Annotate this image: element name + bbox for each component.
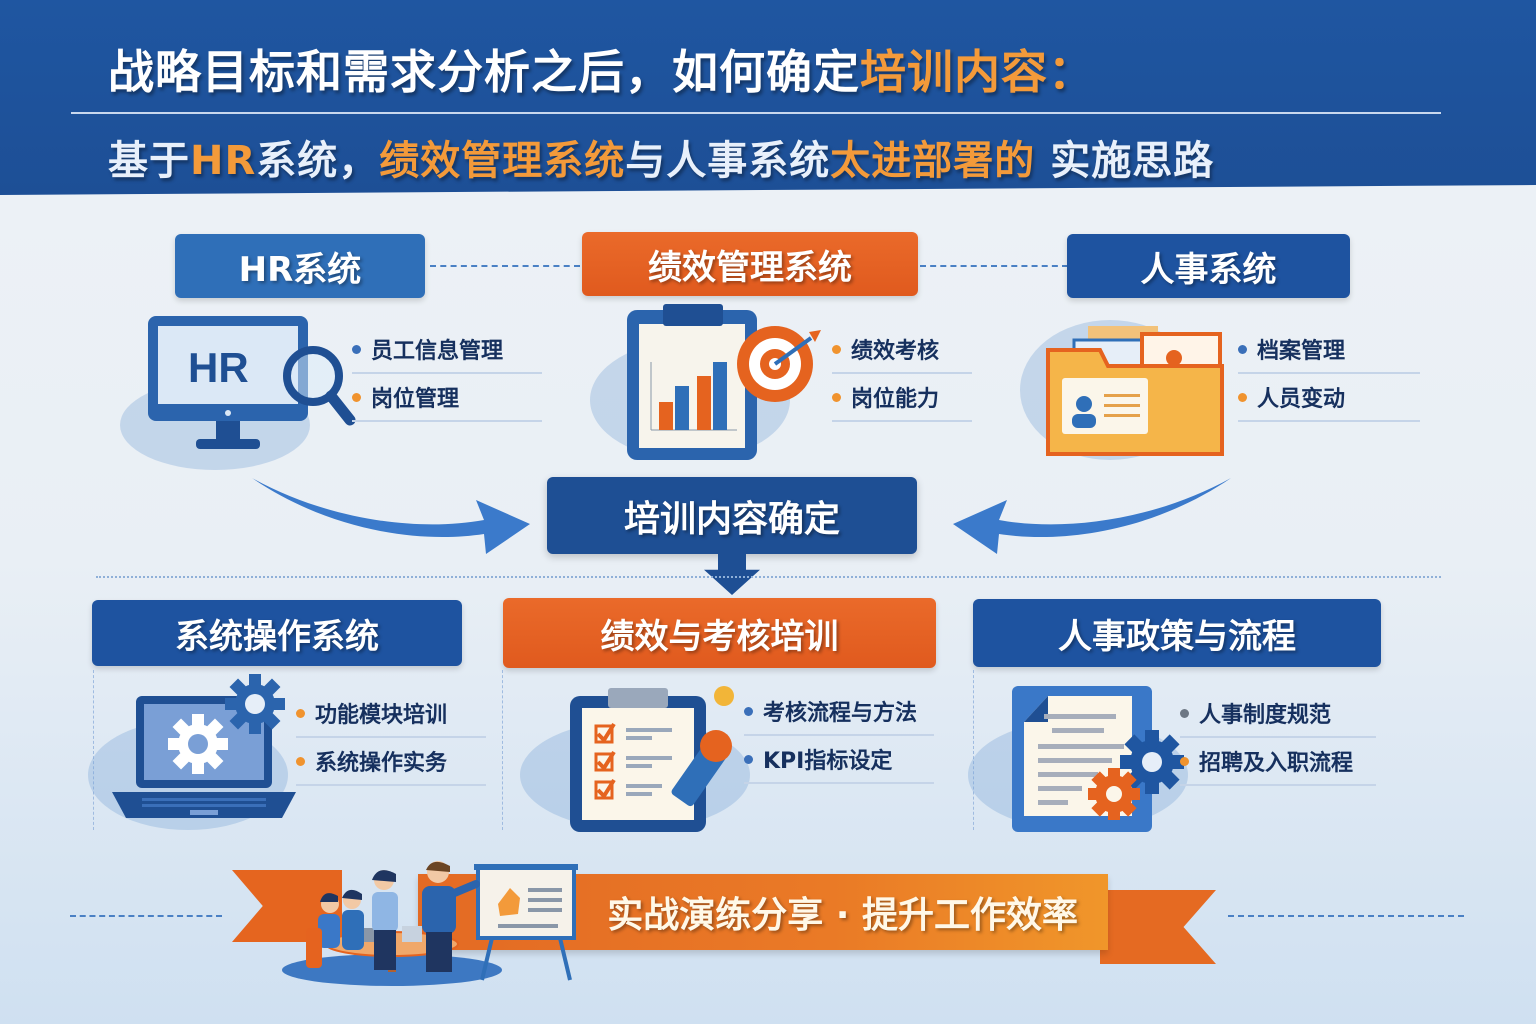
output-label-performance-training: 绩效与考核培训 xyxy=(503,598,936,668)
document-gears-icon xyxy=(1012,686,1184,832)
bullet-dot xyxy=(352,392,361,402)
title-highlight: 培训内容： xyxy=(860,45,1095,99)
subtitle-part-highlight: HR xyxy=(190,138,257,184)
bullet-dot xyxy=(296,708,305,718)
bullet-item: 绩效考核 xyxy=(832,326,972,374)
bullet-dot xyxy=(352,344,361,354)
dashed-guide xyxy=(93,670,94,830)
footer-dashed-right xyxy=(1228,915,1464,917)
output-label-personnel-policy: 人事政策与流程 xyxy=(973,599,1381,667)
bullet-item: 招聘及入职流程 xyxy=(1180,738,1376,786)
bullet-item: 系统操作实务 xyxy=(296,738,486,786)
clipboard-chart-target-icon xyxy=(627,304,821,460)
connector-dashed xyxy=(920,265,1068,267)
bullet-item: 人事制度规范 xyxy=(1180,690,1376,738)
source-bullets-personnel: 档案管理 人员变动 xyxy=(1238,326,1420,422)
bullet-item: 考核流程与方法 xyxy=(744,688,934,736)
bullet-dot xyxy=(1180,708,1189,718)
laptop-gears-icon xyxy=(112,674,296,818)
subtitle-part: 与人事系统 xyxy=(625,138,831,184)
bullet-item: 岗位管理 xyxy=(352,374,542,422)
hr-monitor-icon: HR xyxy=(148,316,356,449)
arrow-down-icon xyxy=(704,553,760,595)
source-label-hr-system: HR系统 xyxy=(175,234,425,298)
output-bullets-system: 功能模块培训 系统操作实务 xyxy=(296,690,486,786)
title-prefix: 战略目标和需求分析之后，如何确定 xyxy=(108,45,860,99)
bullet-dot xyxy=(744,706,753,716)
dashed-guide xyxy=(502,670,503,830)
bullet-dot xyxy=(1180,756,1189,766)
dashed-guide xyxy=(973,670,974,830)
bullet-dot xyxy=(1238,344,1247,354)
bullet-item: 岗位能力 xyxy=(832,374,972,422)
page-title: 战略目标和需求分析之后，如何确定培训内容： xyxy=(108,36,1095,102)
subtitle-part: 实施思路 xyxy=(1035,138,1215,184)
header-divider xyxy=(71,112,1441,114)
output-label-system-operation: 系统操作系统 xyxy=(92,600,462,666)
subtitle-part: 基于 xyxy=(108,138,190,184)
footer-banner-text: 实战演练分享 · 提升工作效率 xyxy=(607,895,1078,936)
connector-dashed xyxy=(430,265,580,267)
bullet-dot xyxy=(744,754,753,764)
header-banner xyxy=(0,0,1536,195)
output-bullets-performance: 考核流程与方法 KPI指标设定 xyxy=(744,688,934,784)
bullet-dot xyxy=(296,756,305,766)
bullet-item: 功能模块培训 xyxy=(296,690,486,738)
page-subtitle: 基于HR系统，绩效管理系统与人事系统太进部署的 实施思路 xyxy=(108,128,1214,186)
ribbon-tail-right xyxy=(1100,890,1216,964)
bullet-dot xyxy=(1238,392,1247,402)
source-label-performance-system: 绩效管理系统 xyxy=(582,232,918,296)
bullet-item: 人员变动 xyxy=(1238,374,1420,422)
personnel-folder-icon xyxy=(1046,326,1224,456)
bullet-item: 档案管理 xyxy=(1238,326,1420,374)
svg-text:HR: HR xyxy=(188,344,249,391)
team-presentation-icon xyxy=(282,861,578,986)
subtitle-part: 系统， xyxy=(256,138,380,184)
bullet-item: KPI指标设定 xyxy=(744,736,934,784)
source-bullets-performance: 绩效考核 岗位能力 xyxy=(832,326,972,422)
bullet-dot xyxy=(832,344,841,354)
subtitle-part-highlight: 太进部署的 xyxy=(830,138,1036,184)
bullet-item: 员工信息管理 xyxy=(352,326,542,374)
section-divider xyxy=(96,576,1441,578)
center-training-content-box: 培训内容确定 xyxy=(547,477,917,554)
footer-dashed-left xyxy=(70,915,222,917)
arrow-right-curved-icon xyxy=(252,478,530,554)
checklist-pen-icon xyxy=(570,686,734,832)
source-bullets-hr: 员工信息管理 岗位管理 xyxy=(352,326,542,422)
arrow-left-curved-icon xyxy=(953,478,1231,554)
output-bullets-personnel: 人事制度规范 招聘及入职流程 xyxy=(1180,690,1376,786)
bullet-dot xyxy=(832,392,841,402)
subtitle-part-highlight: 绩效管理系统 xyxy=(379,138,626,184)
source-label-personnel-system: 人事系统 xyxy=(1067,234,1350,298)
